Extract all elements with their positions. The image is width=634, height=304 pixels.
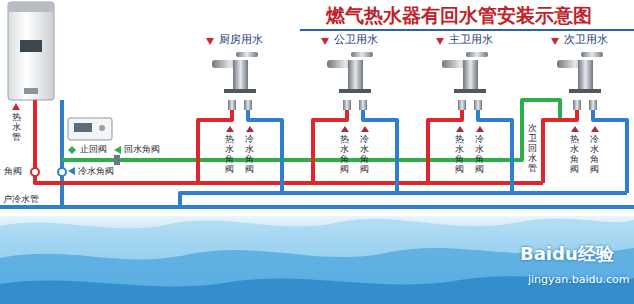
pointer-mark	[341, 126, 349, 132]
pointer-mark	[321, 38, 329, 45]
valve-label: 冷水角阀	[77, 166, 115, 176]
pointer-mark	[591, 126, 599, 132]
valve-label: 止回阀	[79, 144, 108, 154]
diagram-title: 燃气热水器有回水管安装示意图	[326, 3, 592, 29]
pipes	[0, 100, 634, 207]
title-rule	[300, 29, 634, 31]
markers	[12, 38, 599, 175]
return-valve-symbol	[114, 155, 120, 165]
valve-label: 热水角阀	[225, 135, 234, 175]
faucet	[327, 52, 373, 110]
faucet	[442, 52, 488, 110]
pointer-mark	[226, 126, 234, 132]
pipe-label: 次卫回水管	[528, 124, 537, 173]
valve-label: 热水角阀	[340, 135, 349, 175]
valve-label: 热水角阀	[570, 135, 579, 175]
pointer-mark	[68, 167, 75, 175]
pointer-mark	[206, 38, 214, 45]
valve-label: 冷水角阀	[245, 135, 254, 175]
faucet	[557, 52, 603, 110]
watermark: jingyan.baidu.com	[528, 274, 630, 287]
pointer-mark	[246, 126, 254, 132]
pointer-mark	[476, 126, 484, 132]
pointer-mark	[114, 146, 121, 154]
pointer-mark	[551, 38, 559, 45]
outlet-label: 公卫用水	[334, 34, 378, 47]
faucet	[212, 52, 258, 110]
outlet-label: 次卫用水	[564, 34, 608, 47]
water-ground	[0, 216, 634, 304]
angle-valve-symbol	[31, 168, 39, 176]
heater-cold-pipe	[60, 100, 64, 207]
mains-cold-pipe	[0, 205, 634, 209]
valve-label: 回水角阀	[123, 144, 161, 154]
pointer-mark	[456, 126, 464, 132]
angle-valve-symbol	[58, 168, 66, 176]
valve-label: 热水角阀	[455, 135, 464, 175]
pointer-mark	[571, 126, 579, 132]
controller-panel	[68, 118, 112, 140]
valve-label: 冷水角阀	[475, 135, 484, 175]
outlet-label: 主卫用水	[449, 34, 493, 47]
pipe-label: 热水管	[11, 113, 22, 143]
valve-label: 冷水角阀	[360, 135, 369, 175]
pointer-mark	[361, 126, 369, 132]
pointer-mark	[68, 146, 76, 154]
outlet-label: 厨房用水	[219, 34, 263, 47]
pointer-mark	[436, 38, 444, 45]
valve-label: 角阀	[3, 166, 23, 176]
valve-label: 冷水角阀	[590, 135, 599, 175]
pointer-mark	[12, 103, 20, 110]
cold-supply-pipe	[180, 193, 627, 207]
pipe-label: 户冷水管	[2, 194, 40, 204]
hot-supply-pipe	[35, 100, 543, 183]
watermark: Baidu经验	[520, 244, 614, 265]
gas-water-heater	[8, 2, 54, 100]
